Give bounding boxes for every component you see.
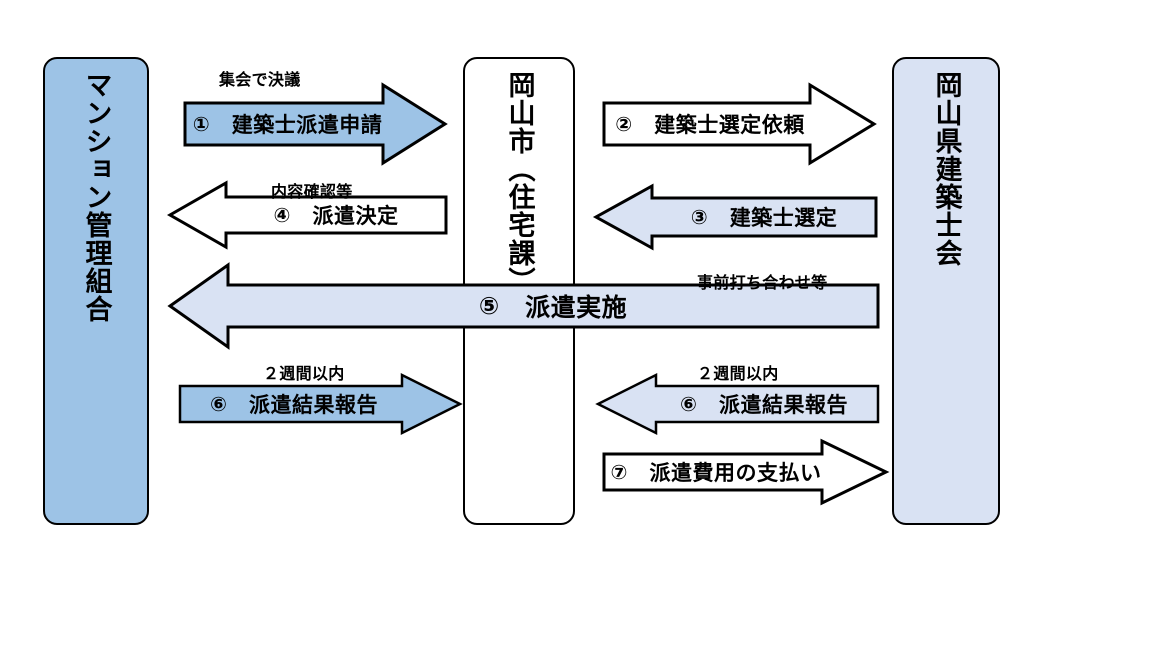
arrow-shape-step5 bbox=[167, 262, 880, 350]
arrow-shape-step2 bbox=[602, 82, 877, 166]
arrow-shape-step1 bbox=[183, 82, 448, 166]
arrow-shape-step6-left bbox=[178, 372, 463, 436]
entity-label-association: 岡山県建築士会 bbox=[931, 71, 962, 267]
arrow-step6-right bbox=[595, 372, 880, 436]
arrow-shape-step3 bbox=[592, 183, 878, 251]
arrow-step2 bbox=[602, 82, 877, 166]
arrow-step5 bbox=[167, 262, 880, 350]
arrow-step6-left bbox=[178, 372, 463, 436]
entity-label-mansion: マンション管理組合 bbox=[81, 71, 112, 323]
entity-label-city: 岡山市（住宅課） bbox=[504, 71, 535, 295]
arrow-step1-note: 集会で決議 bbox=[219, 72, 301, 89]
arrow-step4-note: 内容確認等 bbox=[271, 184, 353, 201]
arrow-step1 bbox=[183, 82, 448, 166]
arrow-step3 bbox=[592, 183, 878, 251]
arrow-step6-right-note: ２週間以内 bbox=[697, 366, 779, 383]
arrow-shape-step4 bbox=[166, 180, 448, 250]
arrow-step7 bbox=[602, 438, 890, 506]
arrow-shape-step6-right bbox=[595, 372, 880, 436]
entity-box-association: 岡山県建築士会 bbox=[892, 57, 1000, 525]
arrow-step5-note: 事前打ち合わせ等 bbox=[697, 275, 828, 292]
arrow-step6-left-note: ２週間以内 bbox=[263, 366, 345, 383]
entity-box-mansion: マンション管理組合 bbox=[43, 57, 149, 525]
arrow-step4 bbox=[166, 180, 448, 250]
arrow-shape-step7 bbox=[602, 438, 890, 506]
